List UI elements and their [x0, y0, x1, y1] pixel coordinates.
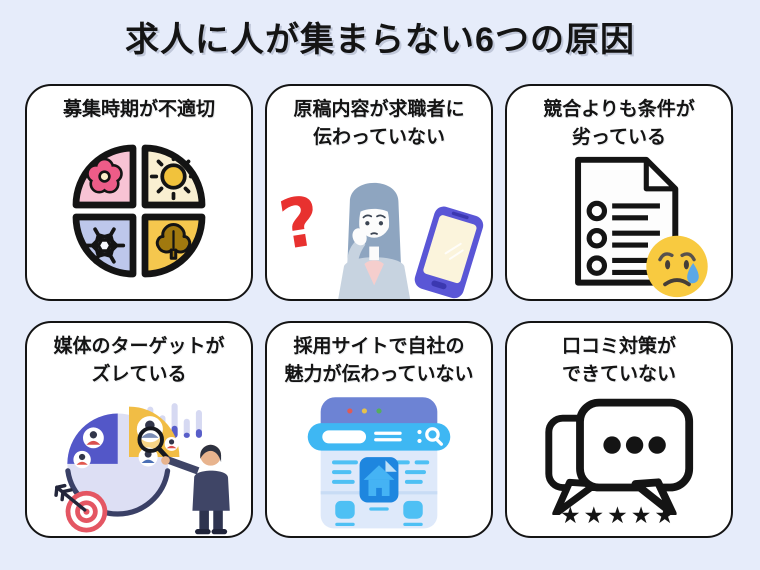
- thinking-woman: [338, 182, 411, 299]
- window-dot-yellow: [361, 408, 368, 414]
- cause-card-conditions: 競合よりも条件が 劣っている: [505, 84, 733, 301]
- card-title: 口コミ対策が できていない: [561, 336, 676, 385]
- home-tile: [359, 457, 399, 503]
- card-title: 募集時期が不適切: [62, 99, 215, 120]
- card-title: 採用サイトで自社の 魅力が伝わっていない: [284, 336, 474, 385]
- flower-icon: [86, 158, 123, 194]
- cause-card-media-target: 媒体のターゲットが ズレている: [25, 321, 253, 538]
- pie-chart-icon: [65, 406, 180, 517]
- dartboard-target-icon: [54, 483, 108, 533]
- cause-card-recruit-site: 採用サイトで自社の 魅力が伝わっていない: [265, 321, 493, 538]
- smartphone-icon: [414, 206, 484, 299]
- cause-card-grid: 募集時期が不適切: [25, 84, 733, 538]
- question-mark-icon: ?: [274, 182, 325, 266]
- checklist-crying-emoji-icon: [575, 156, 708, 297]
- avatar: [164, 436, 179, 451]
- browser-window-icon: [307, 397, 451, 529]
- cause-card-reviews: 口コミ対策が できていない ★★★★★: [505, 321, 733, 538]
- thumbnail-tile: [403, 500, 423, 519]
- tear-drop: [687, 262, 699, 283]
- sun-icon: [149, 153, 198, 201]
- browser-search-bar: [307, 423, 451, 451]
- front-speech-bubble: [576, 398, 694, 515]
- window-dot-red: [347, 408, 353, 414]
- four-seasons-pie-icon: [72, 144, 206, 278]
- pie-chart-dartboard-businessman-illustration: [54, 403, 230, 535]
- page-title: 求人に人が集まらない6つの原因: [125, 21, 635, 59]
- window-dot-green: [376, 408, 382, 414]
- cause-card-content: 原稿内容が求職者に 伝わっていない ?: [265, 84, 493, 301]
- crying-emoji-icon: [646, 235, 708, 297]
- speech-bubbles-icon: [545, 398, 694, 515]
- search-icon: [425, 427, 443, 446]
- businessman-illustration: [161, 444, 230, 535]
- magnifying-glass-icon: [137, 426, 171, 462]
- home-icon: [363, 465, 395, 497]
- cause-card-timing: 募集時期が不適切: [25, 84, 253, 301]
- five-star-rating: ★★★★★: [559, 503, 679, 529]
- avatar: [82, 427, 104, 449]
- thumbnail-tile: [335, 500, 355, 519]
- thinking-woman-smartphone-illustration: ?: [272, 179, 484, 299]
- card-title: 原稿内容が求職者に 伝わっていない: [293, 99, 465, 148]
- address-field: [322, 430, 367, 444]
- leaf-icon: [155, 223, 192, 261]
- card-title: 媒体のターゲットが ズレている: [53, 336, 225, 385]
- avatar: [73, 450, 91, 469]
- dart-arrow-icon: [54, 483, 87, 512]
- card-title: 競合よりも条件が 劣っている: [543, 99, 695, 148]
